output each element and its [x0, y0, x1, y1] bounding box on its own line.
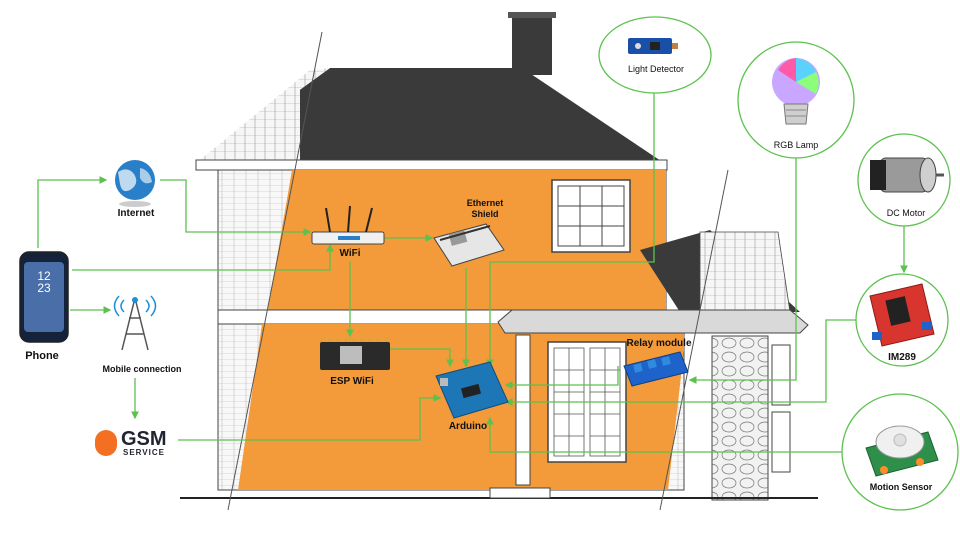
motion-sensor-label: Motion Sensor: [858, 482, 944, 492]
relay-module-label: Relay module: [622, 338, 696, 349]
im289-label: IM289: [874, 352, 930, 363]
motor-driver-icon: [870, 284, 934, 346]
dc-motor-label: DC Motor: [874, 208, 938, 218]
link-phone-internet: [38, 180, 106, 248]
ethernet-label-1: Ethernet: [462, 198, 508, 208]
svg-text:23: 23: [37, 281, 51, 295]
gsm-sub-text: SERVICE: [123, 448, 165, 457]
upper-window: [552, 180, 630, 252]
gsm-service-logo: GSM SERVICE: [95, 428, 175, 462]
esp-wifi-label: ESP WiFi: [322, 376, 382, 387]
light-detector-circle: [599, 17, 711, 93]
phone-icon: 12 23: [20, 252, 68, 342]
internet-label: Internet: [112, 208, 160, 219]
chimney: [512, 15, 552, 75]
porch-column: [516, 335, 530, 485]
mobile-connection-label: Mobile connection: [92, 364, 192, 374]
rgb-lamp-label: RGB Lamp: [760, 140, 832, 150]
esp-board-icon: [320, 338, 390, 370]
arduino-label: Arduino: [440, 421, 496, 432]
gsm-text: GSM: [121, 428, 167, 450]
globe-icon: [115, 160, 155, 207]
tower-icon: [115, 296, 156, 350]
light-sensor-icon: [628, 38, 678, 54]
phone-label: Phone: [18, 350, 66, 362]
gsm-icon: [95, 430, 117, 456]
light-detector-label: Light Detector: [616, 64, 696, 74]
wifi-label: WiFi: [322, 248, 378, 259]
house: [180, 12, 818, 510]
stone-pillar: [712, 336, 768, 500]
ethernet-label-2: Shield: [462, 209, 508, 219]
dc-motor-icon: [870, 158, 944, 192]
